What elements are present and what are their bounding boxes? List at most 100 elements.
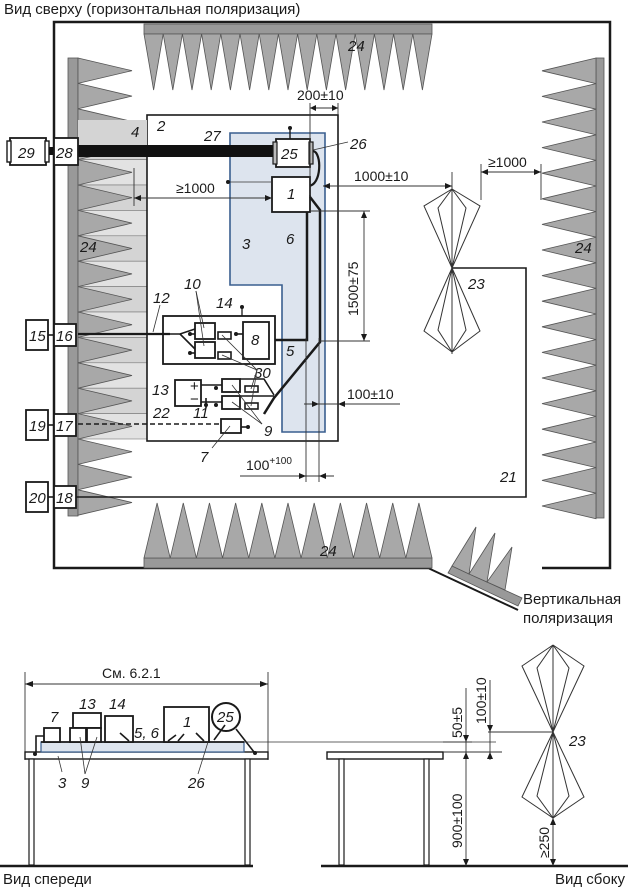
label-12: 12 xyxy=(153,290,170,307)
label-24-bottom: 24 xyxy=(319,543,337,560)
absorber-cone xyxy=(541,287,597,315)
dim-1000-right-label: ≥1000 xyxy=(488,154,527,170)
absorber-cone xyxy=(77,235,133,262)
label-4: 4 xyxy=(131,124,139,141)
absorber-cone xyxy=(541,364,597,392)
battery-minus: − xyxy=(190,391,199,408)
side-dim-900-label: 900±100 xyxy=(449,793,465,848)
absorber-cone xyxy=(354,33,375,91)
absorber-cone xyxy=(277,33,299,91)
absorber-cone xyxy=(77,159,133,186)
absorber-bottom xyxy=(143,502,433,569)
absorber-cone xyxy=(412,33,433,91)
absorber-top xyxy=(143,23,433,91)
motor-25 xyxy=(272,126,314,168)
side-dim-100-label: 100±10 xyxy=(473,677,489,724)
label-24-top: 24 xyxy=(347,38,365,55)
dim-1000-left-label: ≥1000 xyxy=(176,180,215,196)
side-view-title: Вид сбоку xyxy=(555,871,625,888)
label-3: 3 xyxy=(242,236,251,253)
absorber-cone xyxy=(222,502,250,559)
chamber-wall xyxy=(52,20,612,611)
absorber-cone xyxy=(77,82,133,110)
absorber-vertical-polarization xyxy=(447,526,523,607)
feedthrough-28 xyxy=(53,137,79,166)
label-26: 26 xyxy=(349,136,367,153)
absorber-cone xyxy=(541,83,597,110)
absorber-cone xyxy=(541,108,597,136)
top-view-title: Вид сверху (горизонтальная поляризация) xyxy=(4,1,300,18)
dim-100-10 xyxy=(304,338,400,482)
absorber-cone xyxy=(541,492,597,520)
front-unit-14 xyxy=(104,715,134,743)
unit-10a xyxy=(194,322,216,340)
absorber-cone xyxy=(77,336,133,364)
label-17: 17 xyxy=(56,418,73,435)
absorber-cone xyxy=(373,33,395,91)
front-label-7: 7 xyxy=(50,709,59,726)
absorber-cone xyxy=(77,286,133,313)
absorber-right xyxy=(541,57,605,520)
antenna-top-view xyxy=(423,186,481,354)
front-view xyxy=(0,672,496,868)
dim-1000-antenna xyxy=(323,172,453,189)
front-eut-1 xyxy=(163,706,210,743)
label-13: 13 xyxy=(152,382,169,399)
vertical-polarization-label-1: Вертикальная xyxy=(523,591,621,608)
unit-30c xyxy=(244,385,259,393)
front-label-13: 13 xyxy=(79,696,96,713)
unit-8 xyxy=(242,321,270,360)
label-20: 20 xyxy=(28,490,46,507)
front-label-14: 14 xyxy=(109,696,126,713)
absorber-cone xyxy=(541,236,597,264)
absorber-cone xyxy=(541,185,597,213)
absorber-cone xyxy=(77,209,133,237)
unit-30a xyxy=(217,331,232,340)
absorber-cone xyxy=(300,502,328,559)
label-19: 19 xyxy=(29,418,46,435)
leader-26 xyxy=(312,141,349,151)
label-24-left: 24 xyxy=(79,239,97,256)
front-label-25: 25 xyxy=(216,709,234,726)
side-dim-250-label: ≥250 xyxy=(536,827,552,858)
absorber-cone xyxy=(541,339,597,366)
side-dim-50-label: 50±5 xyxy=(449,707,465,738)
absorber-cone xyxy=(77,57,133,84)
label-29: 29 xyxy=(17,145,35,162)
absorber-cone xyxy=(297,33,318,91)
absorber-cone xyxy=(541,415,597,443)
absorber-cone xyxy=(239,33,260,91)
label-21: 21 xyxy=(499,469,517,486)
absorber-cone xyxy=(77,413,133,440)
front-label-3: 3 xyxy=(58,775,67,792)
absorber-cone xyxy=(379,502,407,559)
absorber-cone xyxy=(77,489,133,516)
side-label-23: 23 xyxy=(568,733,586,750)
label-10: 10 xyxy=(184,276,201,293)
unit-30b xyxy=(217,351,232,360)
absorber-cone xyxy=(405,502,433,559)
absorber-cone xyxy=(326,502,354,559)
absorber-cone xyxy=(541,57,597,85)
dim-100-10-label: 100±10 xyxy=(347,386,394,402)
label-8: 8 xyxy=(251,332,260,349)
absorber-cone xyxy=(274,502,302,559)
dim-100-label: 100+100 xyxy=(246,456,292,473)
dim-1000-antenna-label: 1000±10 xyxy=(354,168,409,184)
absorber-cone xyxy=(248,502,276,559)
absorber-cone xyxy=(541,211,597,238)
front-unit-13 xyxy=(72,712,102,729)
label-22: 22 xyxy=(152,405,170,422)
unit-9b xyxy=(221,395,241,410)
front-unit-7 xyxy=(43,727,61,743)
shaft-27 xyxy=(76,145,274,157)
cable-21 xyxy=(76,267,527,498)
absorber-cone xyxy=(541,441,597,469)
absorber-cone xyxy=(541,262,597,289)
absorber-cone xyxy=(201,33,222,91)
dim-200 xyxy=(309,103,339,195)
absorber-cone xyxy=(541,134,597,161)
label-2: 2 xyxy=(156,118,166,135)
front-label-5-6: 5, 6 xyxy=(134,725,160,742)
